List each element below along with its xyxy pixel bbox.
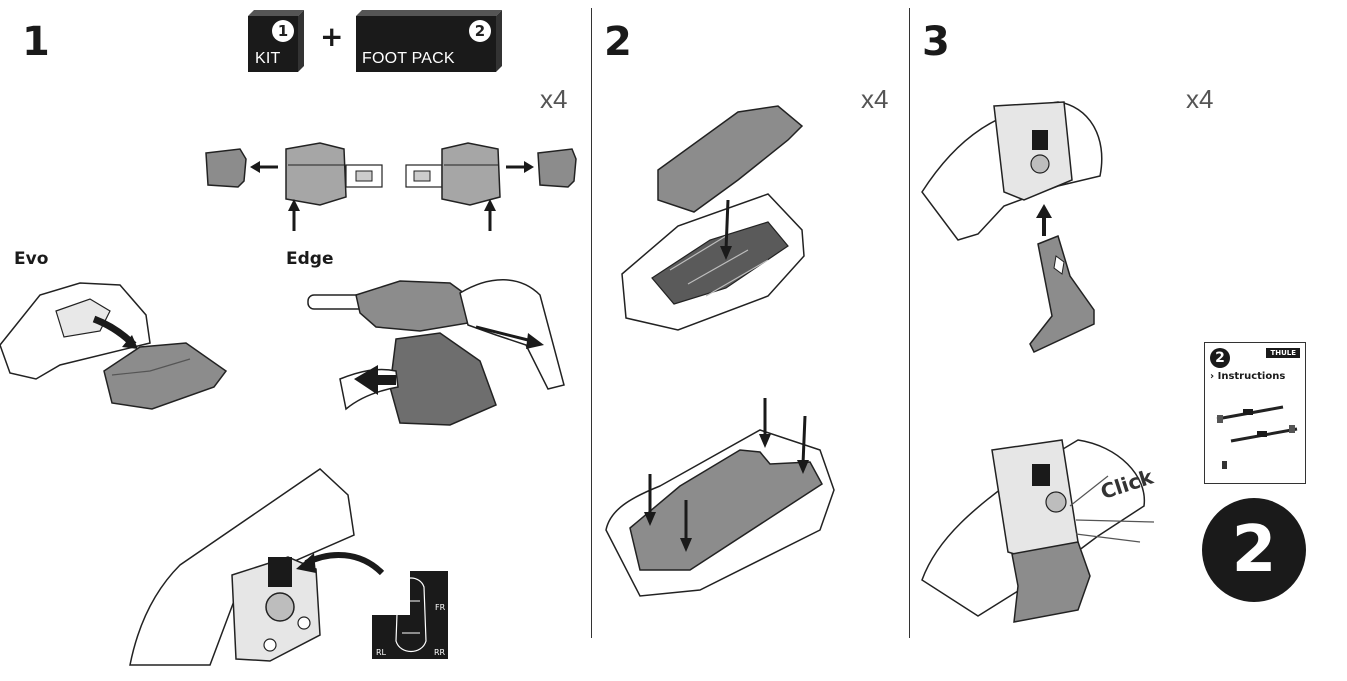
roof-rack-icon <box>1216 405 1298 443</box>
edge-cover-removal-illustration <box>307 279 565 426</box>
booklet-mini-icon <box>1222 461 1227 469</box>
corner-label-rl: RL <box>376 648 387 657</box>
pad-placement-illustration <box>621 105 805 331</box>
foot-pad-mount-illustration <box>129 468 385 666</box>
bracket-insertion-illustration <box>921 101 1103 353</box>
booklet-brand-logo: THULE <box>1266 348 1300 358</box>
booklet-number: 2 <box>1210 348 1230 368</box>
step-divider-1 <box>591 8 592 638</box>
pad-press-illustration <box>605 398 835 597</box>
arrow-left-icon <box>250 161 260 173</box>
step-2-multiplier: x4 <box>861 84 889 114</box>
foot-pack-box-label: FOOT PACK <box>362 50 455 67</box>
step-3-multiplier: x4 <box>1186 84 1214 114</box>
evo-label: Evo <box>14 249 49 269</box>
kit-box-label: KIT <box>255 50 281 67</box>
edge-label: Edge <box>286 249 334 269</box>
step-1-multiplier: x4 <box>540 84 568 114</box>
step-3-number: 3 <box>922 19 950 65</box>
evo-cover-removal-illustration <box>0 282 228 410</box>
arrow-right-icon <box>524 161 534 173</box>
car-top-view-icon <box>372 571 448 659</box>
foot-disassembly-illustration <box>205 142 577 231</box>
step-2-number: 2 <box>604 19 632 65</box>
corner-label-fr: FR <box>435 603 446 612</box>
arrow-down-icon <box>724 199 730 251</box>
plus-sign: + <box>320 20 344 53</box>
bracket-click-illustration <box>921 439 1155 623</box>
arrow-up-icon <box>288 199 300 211</box>
step-divider-2 <box>909 8 910 638</box>
instructions-booklet: 2 THULE › Instructions <box>1204 342 1306 484</box>
next-step-badge: 2 <box>1202 498 1306 602</box>
step-1-number: 1 <box>22 19 50 65</box>
corner-label-rr: RR <box>434 648 446 657</box>
foot-pack-box-number: 2 <box>469 20 491 42</box>
booklet-title: › Instructions <box>1210 371 1286 382</box>
kit-box-number: 1 <box>272 20 294 42</box>
